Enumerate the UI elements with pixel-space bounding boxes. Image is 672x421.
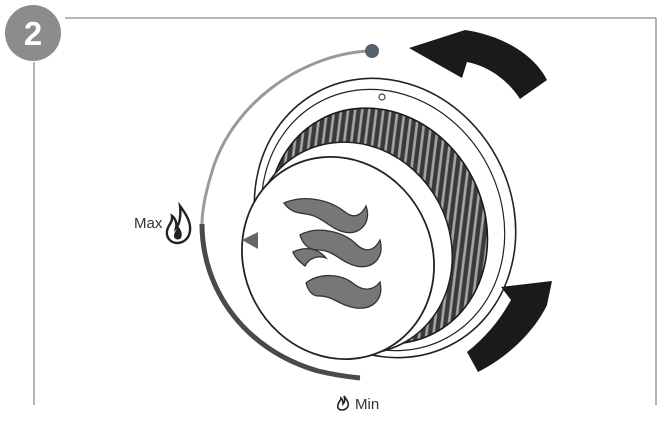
flame-logo-icon bbox=[283, 198, 382, 309]
step-badge-circle bbox=[5, 5, 61, 61]
knob-top-mark bbox=[378, 93, 386, 101]
knob bbox=[241, 77, 517, 360]
curved-arrow-top bbox=[409, 30, 547, 99]
range-arc bbox=[199, 44, 379, 381]
curved-arrow-bottom bbox=[467, 281, 552, 372]
range-arc-light bbox=[200, 49, 369, 225]
max-label: Max bbox=[134, 215, 163, 232]
triangle-left-icon bbox=[242, 232, 258, 249]
step-badge: 2 bbox=[5, 5, 61, 61]
curved-arrow-icon bbox=[467, 281, 552, 372]
frame bbox=[33, 17, 657, 405]
flame-small-icon bbox=[336, 395, 350, 411]
curved-arrow-icon bbox=[409, 30, 547, 99]
step-number: 2 bbox=[24, 15, 42, 52]
min-label: Min bbox=[355, 396, 380, 413]
flame-large-icon bbox=[165, 201, 192, 245]
range-start-dot bbox=[365, 44, 379, 58]
range-arc-dark bbox=[199, 223, 361, 381]
